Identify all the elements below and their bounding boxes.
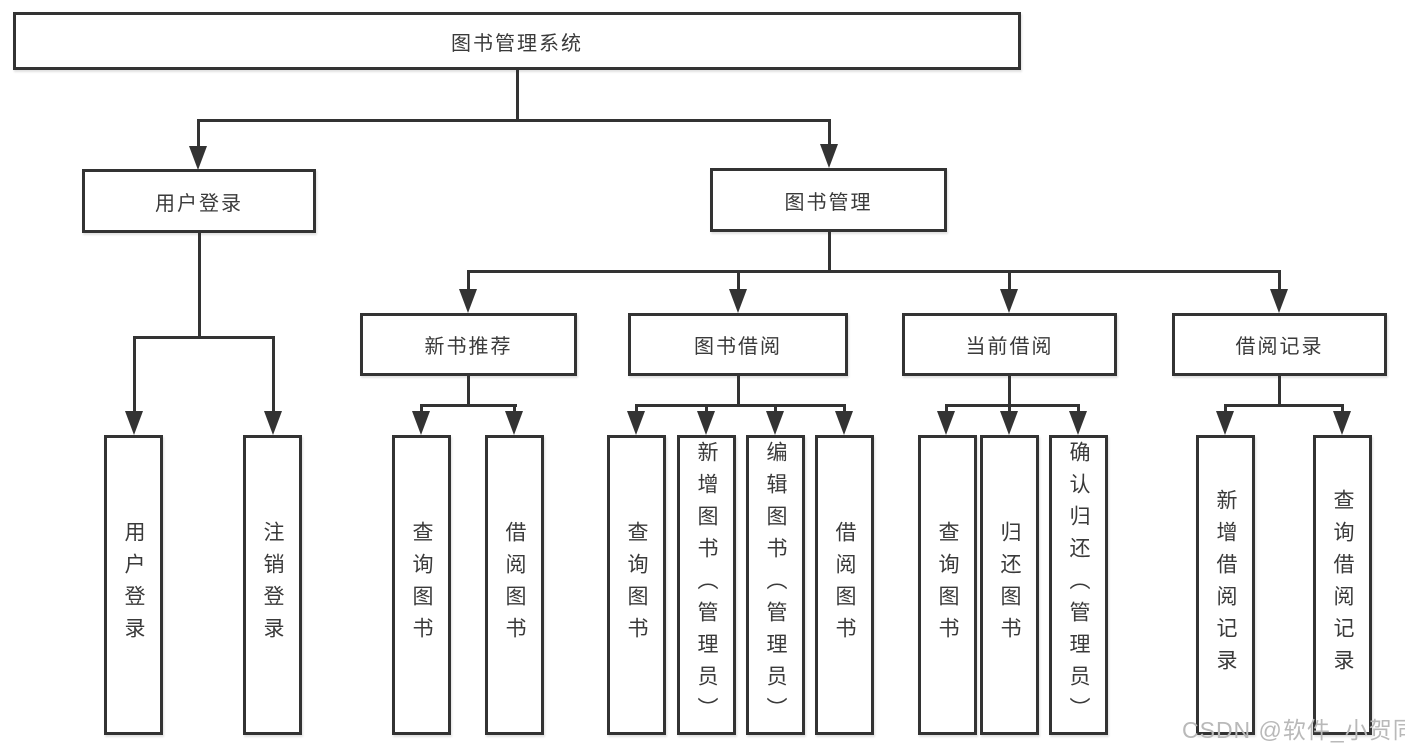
node-user-login-label: 用户登录 xyxy=(155,192,243,215)
leaf-return-book: 归还图书 xyxy=(980,435,1039,735)
leaf-user-login-label: 用户登录 xyxy=(122,521,145,649)
connector xyxy=(828,232,831,273)
leaf-add-book-admin-label: 新增图书（管理员） xyxy=(695,441,718,729)
node-book-management-label: 图书管理 xyxy=(784,191,873,214)
leaf-logout-label: 注销登录 xyxy=(261,521,284,649)
connector xyxy=(467,270,1281,273)
arrowhead-icon xyxy=(1216,411,1234,435)
arrowhead-icon xyxy=(766,411,784,435)
node-root: 图书管理系统 xyxy=(13,12,1021,70)
connector xyxy=(736,270,740,293)
arrowhead-icon xyxy=(459,289,477,313)
connector xyxy=(198,232,201,338)
arrowhead-icon xyxy=(264,411,282,435)
connector xyxy=(1224,404,1344,407)
leaf-query-books-current-label: 查询图书 xyxy=(936,521,959,649)
leaf-logout: 注销登录 xyxy=(243,435,302,735)
arrowhead-icon xyxy=(835,411,853,435)
node-new-book-recommend: 新书推荐 xyxy=(360,313,577,376)
connector xyxy=(1076,404,1080,414)
node-user-login: 用户登录 xyxy=(82,169,316,233)
connector xyxy=(944,404,948,414)
leaf-confirm-return-admin: 确认归还（管理员） xyxy=(1049,435,1108,735)
arrowhead-icon xyxy=(1270,289,1288,313)
connector xyxy=(635,404,846,407)
connector xyxy=(1340,404,1344,414)
connector xyxy=(1223,404,1227,414)
connector xyxy=(1007,404,1011,414)
arrowhead-icon xyxy=(1069,411,1087,435)
leaf-query-books-current: 查询图书 xyxy=(918,435,977,735)
leaf-borrow-books-recommend-label: 借阅图书 xyxy=(503,521,526,649)
arrowhead-icon xyxy=(1000,289,1018,313)
connector xyxy=(1278,374,1281,407)
connector xyxy=(133,336,275,339)
leaf-query-borrow-record-label: 查询借阅记录 xyxy=(1331,489,1354,681)
node-new-book-recommend-label: 新书推荐 xyxy=(424,336,513,358)
arrowhead-icon xyxy=(412,411,430,435)
leaf-query-books-recommend-label: 查询图书 xyxy=(410,521,433,649)
connector xyxy=(512,404,516,414)
leaf-edit-book-admin-label: 编辑图书（管理员） xyxy=(764,441,787,729)
leaf-add-borrow-record-label: 新增借阅记录 xyxy=(1214,489,1237,681)
node-borrowing-records-label: 借阅记录 xyxy=(1235,336,1324,358)
node-root-label: 图书管理系统 xyxy=(451,32,583,55)
connector xyxy=(737,374,740,407)
arrowhead-icon xyxy=(820,144,838,168)
arrowhead-icon xyxy=(505,411,523,435)
leaf-query-books-borrowing: 查询图书 xyxy=(607,435,666,735)
arrowhead-icon xyxy=(729,289,747,313)
connector xyxy=(466,270,470,293)
connector xyxy=(516,69,519,121)
csdn-watermark: CSDN @软件_小贺同学 xyxy=(1182,717,1405,743)
leaf-query-books-borrowing-label: 查询图书 xyxy=(625,521,648,649)
arrowhead-icon xyxy=(1000,411,1018,435)
arrowhead-icon xyxy=(697,411,715,435)
arrowhead-icon xyxy=(627,411,645,435)
connector xyxy=(132,336,136,414)
connector xyxy=(634,404,638,414)
leaf-confirm-return-admin-label: 确认归还（管理员） xyxy=(1067,441,1090,729)
connector xyxy=(419,404,423,414)
node-borrowing-records: 借阅记录 xyxy=(1172,313,1387,376)
connector xyxy=(842,404,846,414)
leaf-borrow-books-label: 借阅图书 xyxy=(833,521,856,649)
leaf-add-borrow-record: 新增借阅记录 xyxy=(1196,435,1255,735)
leaf-edit-book-admin: 编辑图书（管理员） xyxy=(746,435,805,735)
connector xyxy=(271,336,275,414)
connector xyxy=(773,404,777,414)
leaf-query-books-recommend: 查询图书 xyxy=(392,435,451,735)
arrowhead-icon xyxy=(125,411,143,435)
connector xyxy=(1277,270,1281,293)
leaf-borrow-books-recommend: 借阅图书 xyxy=(485,435,544,735)
connector xyxy=(467,374,470,407)
connector xyxy=(197,119,831,122)
arrowhead-icon xyxy=(937,411,955,435)
arrowhead-icon xyxy=(189,146,207,170)
leaf-user-login: 用户登录 xyxy=(104,435,163,735)
connector xyxy=(945,404,1080,407)
leaf-borrow-books: 借阅图书 xyxy=(815,435,874,735)
leaf-query-borrow-record: 查询借阅记录 xyxy=(1313,435,1372,735)
node-book-borrowing: 图书借阅 xyxy=(628,313,848,376)
node-book-management: 图书管理 xyxy=(710,168,947,232)
connector xyxy=(196,119,200,149)
connector xyxy=(1007,270,1011,293)
connector xyxy=(704,404,708,414)
arrowhead-icon xyxy=(1333,411,1351,435)
node-book-borrowing-label: 图书借阅 xyxy=(694,336,782,358)
node-current-borrowing: 当前借阅 xyxy=(902,313,1117,376)
connector xyxy=(827,119,831,147)
leaf-return-book-label: 归还图书 xyxy=(998,521,1021,649)
node-current-borrowing-label: 当前借阅 xyxy=(965,336,1054,358)
connector xyxy=(1008,374,1011,407)
connector xyxy=(420,404,517,407)
leaf-add-book-admin: 新增图书（管理员） xyxy=(677,435,736,735)
